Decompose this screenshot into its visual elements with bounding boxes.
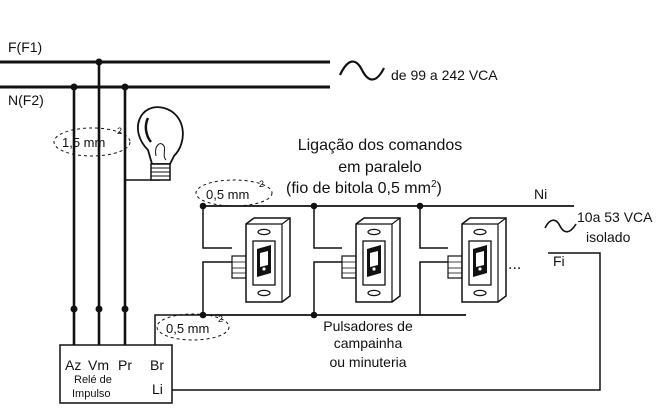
pushbutton-switch-icon — [447, 217, 507, 303]
fi-line — [172, 252, 601, 391]
gauge-lamp-value: 1,5 mm — [62, 135, 105, 150]
sine-wave-icon — [544, 219, 577, 233]
title-line-2: em paralelo — [338, 159, 422, 176]
title-line-3-prefix: (fio de bitola 0,5 mm — [286, 180, 431, 197]
pushbuttons-caption-line-1: Pulsadores de — [323, 318, 413, 334]
relay-terminal-li: Li — [152, 381, 163, 397]
ni-label: Ni — [534, 186, 547, 202]
gauge-ni-value: 0,5 mm — [206, 187, 249, 202]
switch-drop-wires — [202, 206, 448, 315]
gauge-bottom-sup: 2 — [218, 314, 223, 324]
isolated-voltage-line-2: isolado — [586, 229, 631, 245]
relay-terminal-vm: Vm — [88, 357, 109, 373]
relay-name-line-1: Relé de — [74, 374, 112, 386]
relay-terminal-az: Az — [65, 357, 81, 373]
pushbuttons-caption-line-2: campainha — [334, 335, 403, 351]
pushbutton-switch-icon — [341, 217, 401, 303]
isolated-voltage-line-1: 10a 53 VCA — [577, 209, 653, 225]
pushbuttons-caption-line-3: ou minuteria — [329, 354, 406, 370]
title-line-3-sup: 2 — [431, 179, 437, 190]
title-line-3: (fio de bitola 0,5 mm2) — [286, 179, 442, 197]
gauge-bottom-value: 0,5 mm — [166, 321, 209, 336]
junction-dots — [70, 58, 129, 313]
gauge-marker-lamp: 1,5 mm 2 — [53, 126, 131, 157]
relay-terminal-br: Br — [150, 357, 164, 373]
gauge-ni-sup: 2 — [259, 179, 264, 189]
ni-line — [199, 202, 574, 210]
title-line-1: Ligação dos comandos — [298, 137, 463, 154]
relay-terminal-pr: Pr — [118, 357, 132, 373]
gauge-marker-ni: 0,5 mm 2 — [195, 179, 273, 207]
fi-label: Fi — [553, 253, 565, 269]
title-line-3-suffix: ) — [437, 180, 442, 197]
relay-feed-wires — [72, 62, 127, 345]
neutral-label: N(F2) — [8, 92, 44, 108]
phase-label: F(F1) — [8, 39, 42, 55]
ellipsis: ... — [508, 256, 521, 273]
sine-wave-icon — [339, 60, 385, 81]
gauge-lamp-sup: 2 — [117, 126, 122, 136]
br-wire — [154, 314, 203, 345]
impulse-relay: Az Vm Pr Br Relé de Impulso Li — [59, 344, 173, 404]
relay-name-line-2: Impulso — [72, 388, 111, 400]
gauge-marker-bottom: 0,5 mm 2 — [156, 313, 230, 341]
light-bulb-icon — [137, 106, 184, 181]
supply-voltage-label: de 99 a 242 VCA — [391, 67, 498, 83]
pushbutton-switch-icon — [231, 217, 291, 303]
